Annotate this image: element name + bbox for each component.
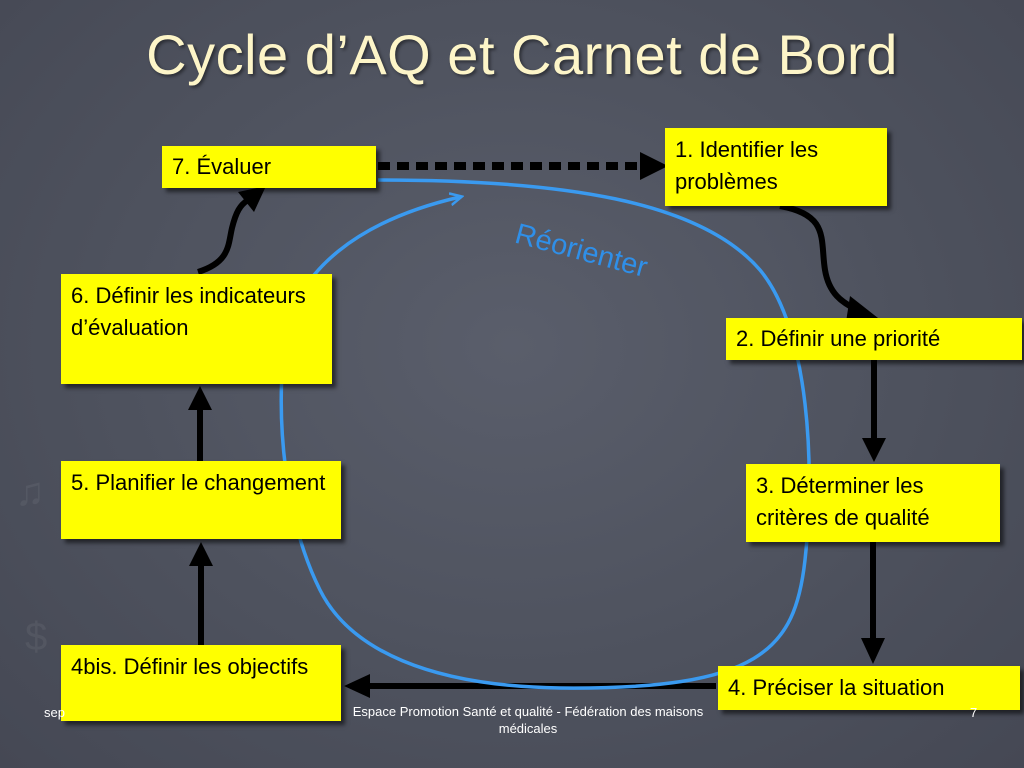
arrowhead: [640, 152, 668, 180]
step-2-label: 2. Définir une priorité: [736, 326, 941, 351]
step-4-box: 4. Préciser la situation: [718, 666, 1020, 710]
arrowhead: [188, 386, 212, 410]
arrowhead: [846, 296, 878, 322]
step-4bis-label: 4bis. Définir les objectifs: [71, 654, 309, 679]
step-2-box: 2. Définir une priorité: [726, 318, 1022, 360]
step-6-box: 6. Définir les indicateurs d’évaluation: [61, 274, 332, 384]
footer-left: sep: [44, 705, 65, 720]
step-5-box: 5. Planifier le changement: [61, 461, 341, 539]
step-1-label: 1. Identifier les problèmes: [675, 137, 819, 194]
footer-center: Espace Promotion Santé et qualité - Fédé…: [352, 704, 704, 736]
arrowhead: [862, 438, 886, 462]
arrow-indicators-to-evaluate: [197, 197, 250, 275]
step-7-box: 7. Évaluer: [162, 146, 376, 188]
page-number: 7: [970, 705, 978, 720]
decorative-watermark: $: [25, 615, 48, 659]
step-4bis-box: 4bis. Définir les objectifs: [61, 645, 341, 721]
step-6-label: 6. Définir les indicateurs d’évaluation: [71, 283, 306, 340]
decorative-watermark: ♫: [15, 470, 45, 514]
step-3-box: 3. Déterminer les critères de qualité: [746, 464, 1000, 542]
arrowhead: [238, 186, 266, 212]
step-3-label: 3. Déterminer les critères de qualité: [756, 473, 930, 530]
step-7-label: 7. Évaluer: [172, 154, 272, 179]
arrowhead: [344, 674, 370, 698]
arrowhead: [861, 638, 885, 664]
step-1-box: 1. Identifier les problèmes: [665, 128, 887, 206]
step-5-label: 5. Planifier le changement: [71, 470, 326, 495]
arrow-identify-to-priority: [779, 203, 862, 315]
arrowhead: [189, 542, 213, 566]
slide-title: Cycle d’AQ et Carnet de Bord: [146, 23, 898, 86]
step-4-label: 4. Préciser la situation: [728, 675, 945, 700]
